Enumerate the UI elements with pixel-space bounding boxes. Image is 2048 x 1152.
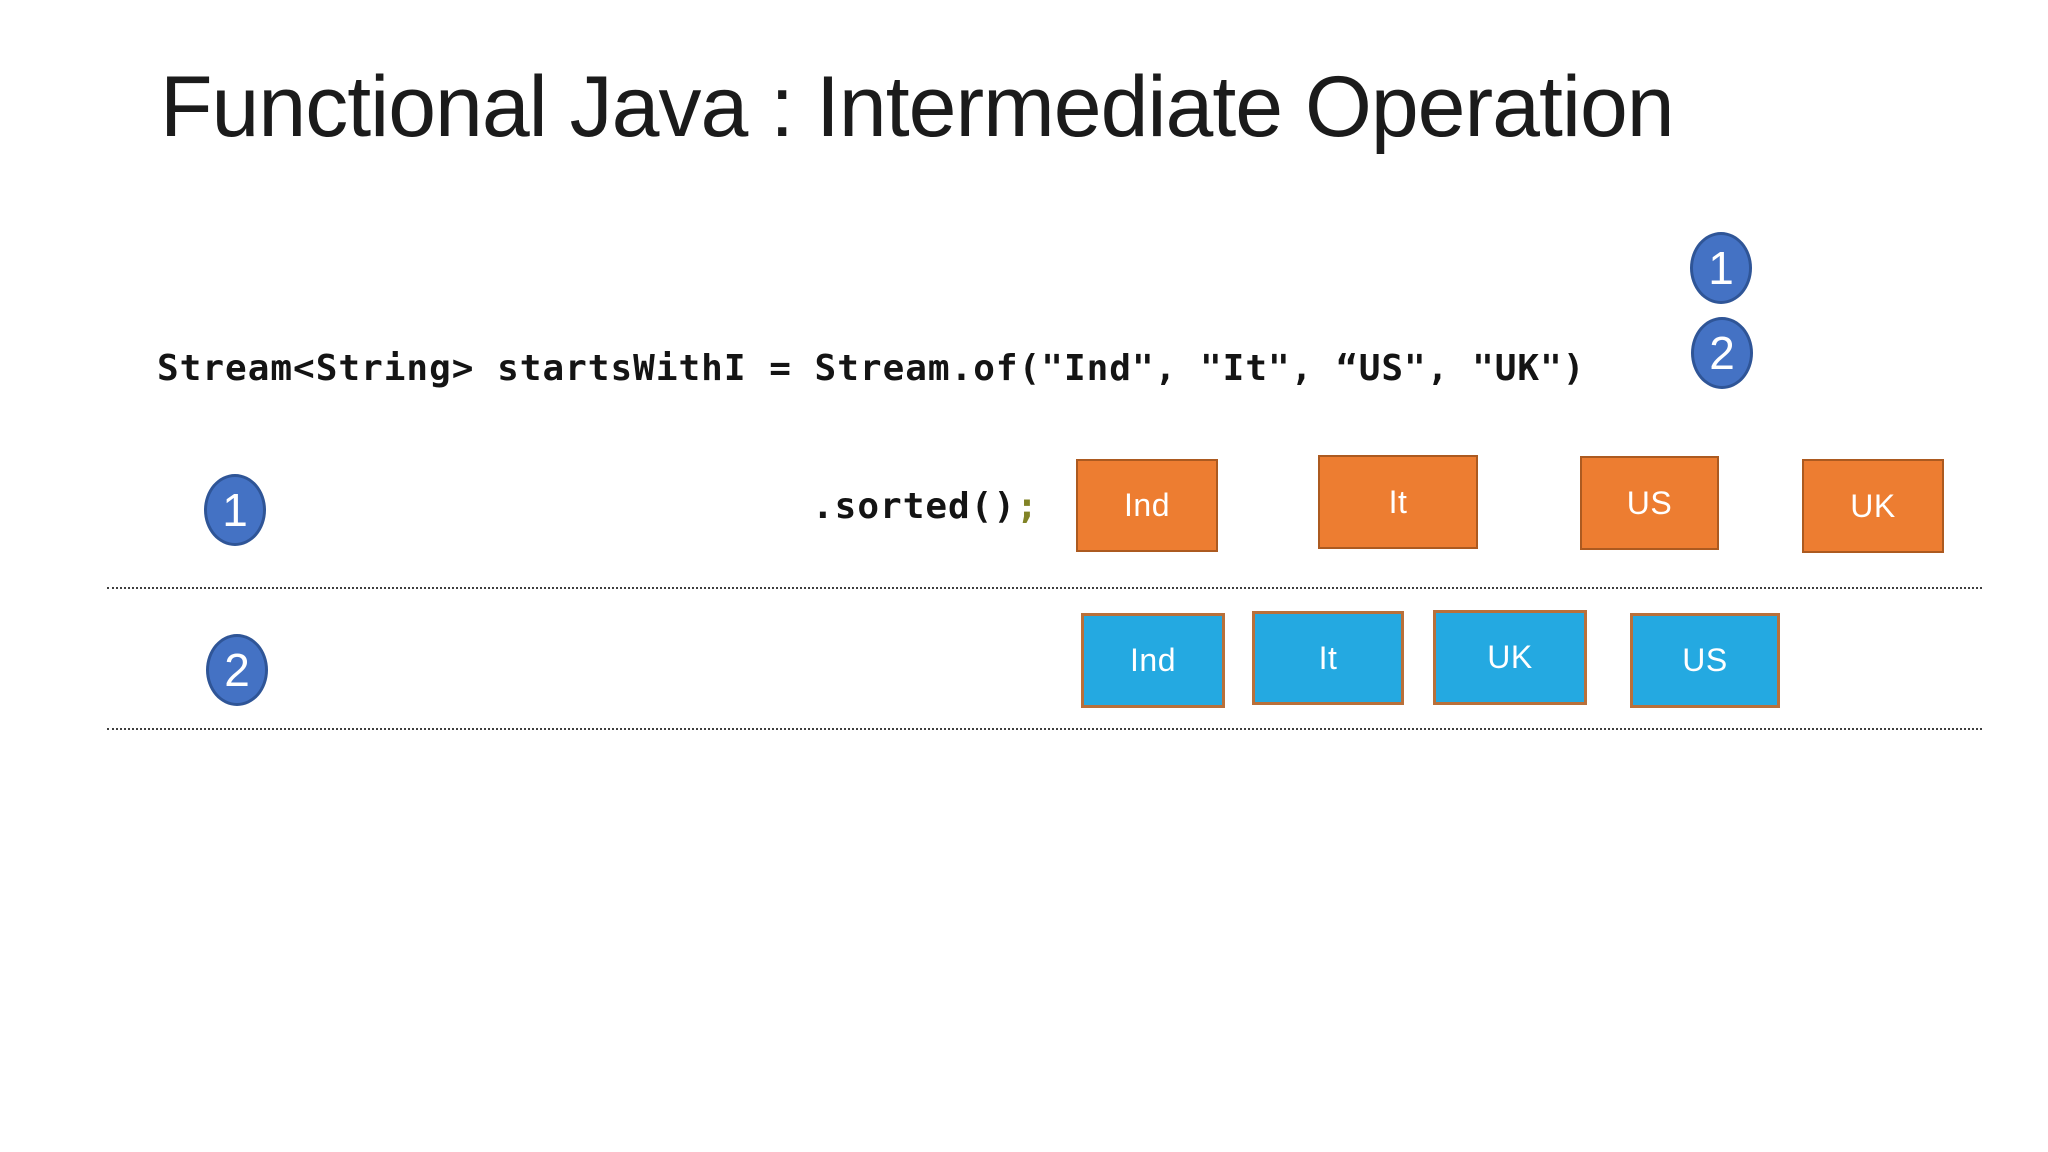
code-snippet: Stream<String> startsWithI = Stream.of("… xyxy=(157,254,1585,622)
row-1-step-number: 1 xyxy=(222,484,248,536)
stream-element-label: Ind xyxy=(1124,487,1170,523)
stream-element-box: US xyxy=(1630,613,1780,708)
code-method-call: .sorted() xyxy=(812,486,1017,527)
slide-title: Functional Java : Intermediate Operation xyxy=(160,59,1675,155)
stream-element-label: US xyxy=(1626,484,1673,521)
stream-element-label: Ind xyxy=(1130,642,1176,678)
row-divider xyxy=(107,587,1982,589)
stream-element-box: Ind xyxy=(1081,613,1225,708)
legend-step-1-badge: 1 xyxy=(1690,232,1752,304)
stream-element-label: UK xyxy=(1487,639,1533,675)
legend-step-2-badge: 2 xyxy=(1691,317,1753,389)
stream-element-box: UK xyxy=(1802,459,1944,553)
stream-element-box: UK xyxy=(1433,610,1587,705)
code-line-1: Stream<String> startsWithI = Stream.of("… xyxy=(157,348,1586,389)
stream-element-box: Ind xyxy=(1076,459,1218,552)
code-semicolon: ; xyxy=(1016,486,1039,527)
stream-element-box: It xyxy=(1318,455,1478,549)
row-2-step-number: 2 xyxy=(224,644,250,696)
stream-element-label: It xyxy=(1318,639,1338,676)
row-2-step-badge: 2 xyxy=(206,634,268,706)
code-line-2: .sorted(); xyxy=(157,484,1585,530)
legend-step-2-number: 2 xyxy=(1709,327,1735,379)
row-divider xyxy=(107,728,1982,730)
stream-element-box: US xyxy=(1580,456,1719,550)
stream-element-label: It xyxy=(1388,483,1408,520)
row-1-step-badge: 1 xyxy=(204,474,266,546)
stream-element-box: It xyxy=(1252,611,1404,705)
legend-step-1-number: 1 xyxy=(1708,242,1734,294)
stream-element-label: UK xyxy=(1850,487,1896,524)
stream-element-label: US xyxy=(1682,642,1728,678)
